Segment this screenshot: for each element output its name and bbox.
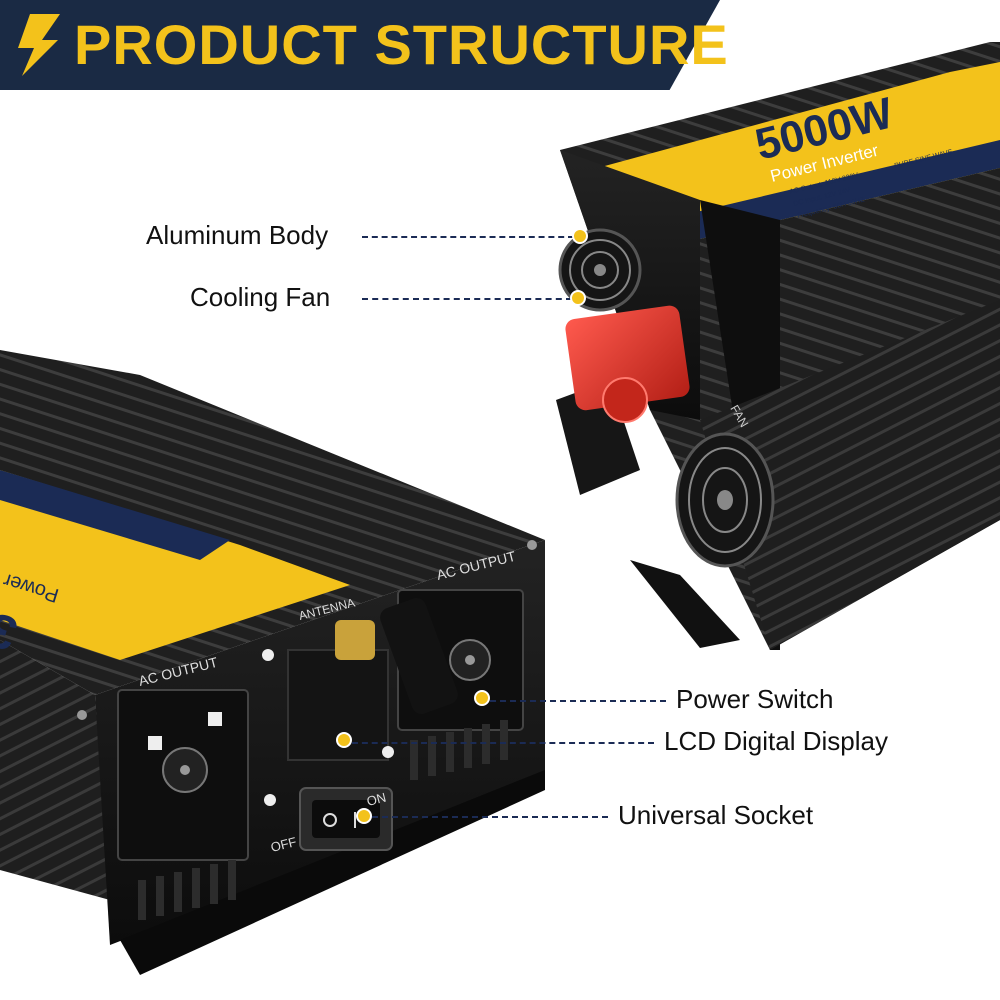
inverter-left: 300 Power inve AC OUTPUT AC OUTPUT ANTEN…: [0, 350, 545, 975]
callout-line-power-switch: [490, 700, 666, 702]
on-label: ON: [365, 790, 388, 809]
callout-lcd-display: LCD Digital Display: [664, 726, 888, 756]
callout-line-lcd-display: [352, 742, 654, 744]
callout-dot-cooling-fan: [570, 290, 586, 306]
callout-dot-aluminum-body: [572, 228, 588, 244]
callout-aluminum-body: Aluminum Body: [146, 220, 329, 250]
page-title: PRODUCT STRUCTURE: [74, 13, 729, 76]
banner-background: [0, 0, 720, 90]
off-label: OFF: [269, 834, 298, 855]
callout-dot-universal-socket: [356, 808, 372, 824]
callout-line-cooling-fan: [362, 298, 572, 300]
header-banner: PRODUCT STRUCTURE: [0, 0, 1000, 90]
callout-line-aluminum-body: [362, 236, 574, 238]
inverter-right: 5000W Power Inverter AC Output: 110V 220…: [556, 42, 1000, 650]
callout-cooling-fan: Cooling Fan: [190, 282, 331, 312]
callout-line-universal-socket: [372, 816, 608, 818]
callout-power-switch: Power Switch: [676, 684, 834, 714]
lightning-bolt-icon: [18, 14, 60, 76]
callout-dot-lcd-display: [336, 732, 352, 748]
callout-dot-power-switch: [474, 690, 490, 706]
callout-universal-socket: Universal Socket: [618, 800, 814, 830]
